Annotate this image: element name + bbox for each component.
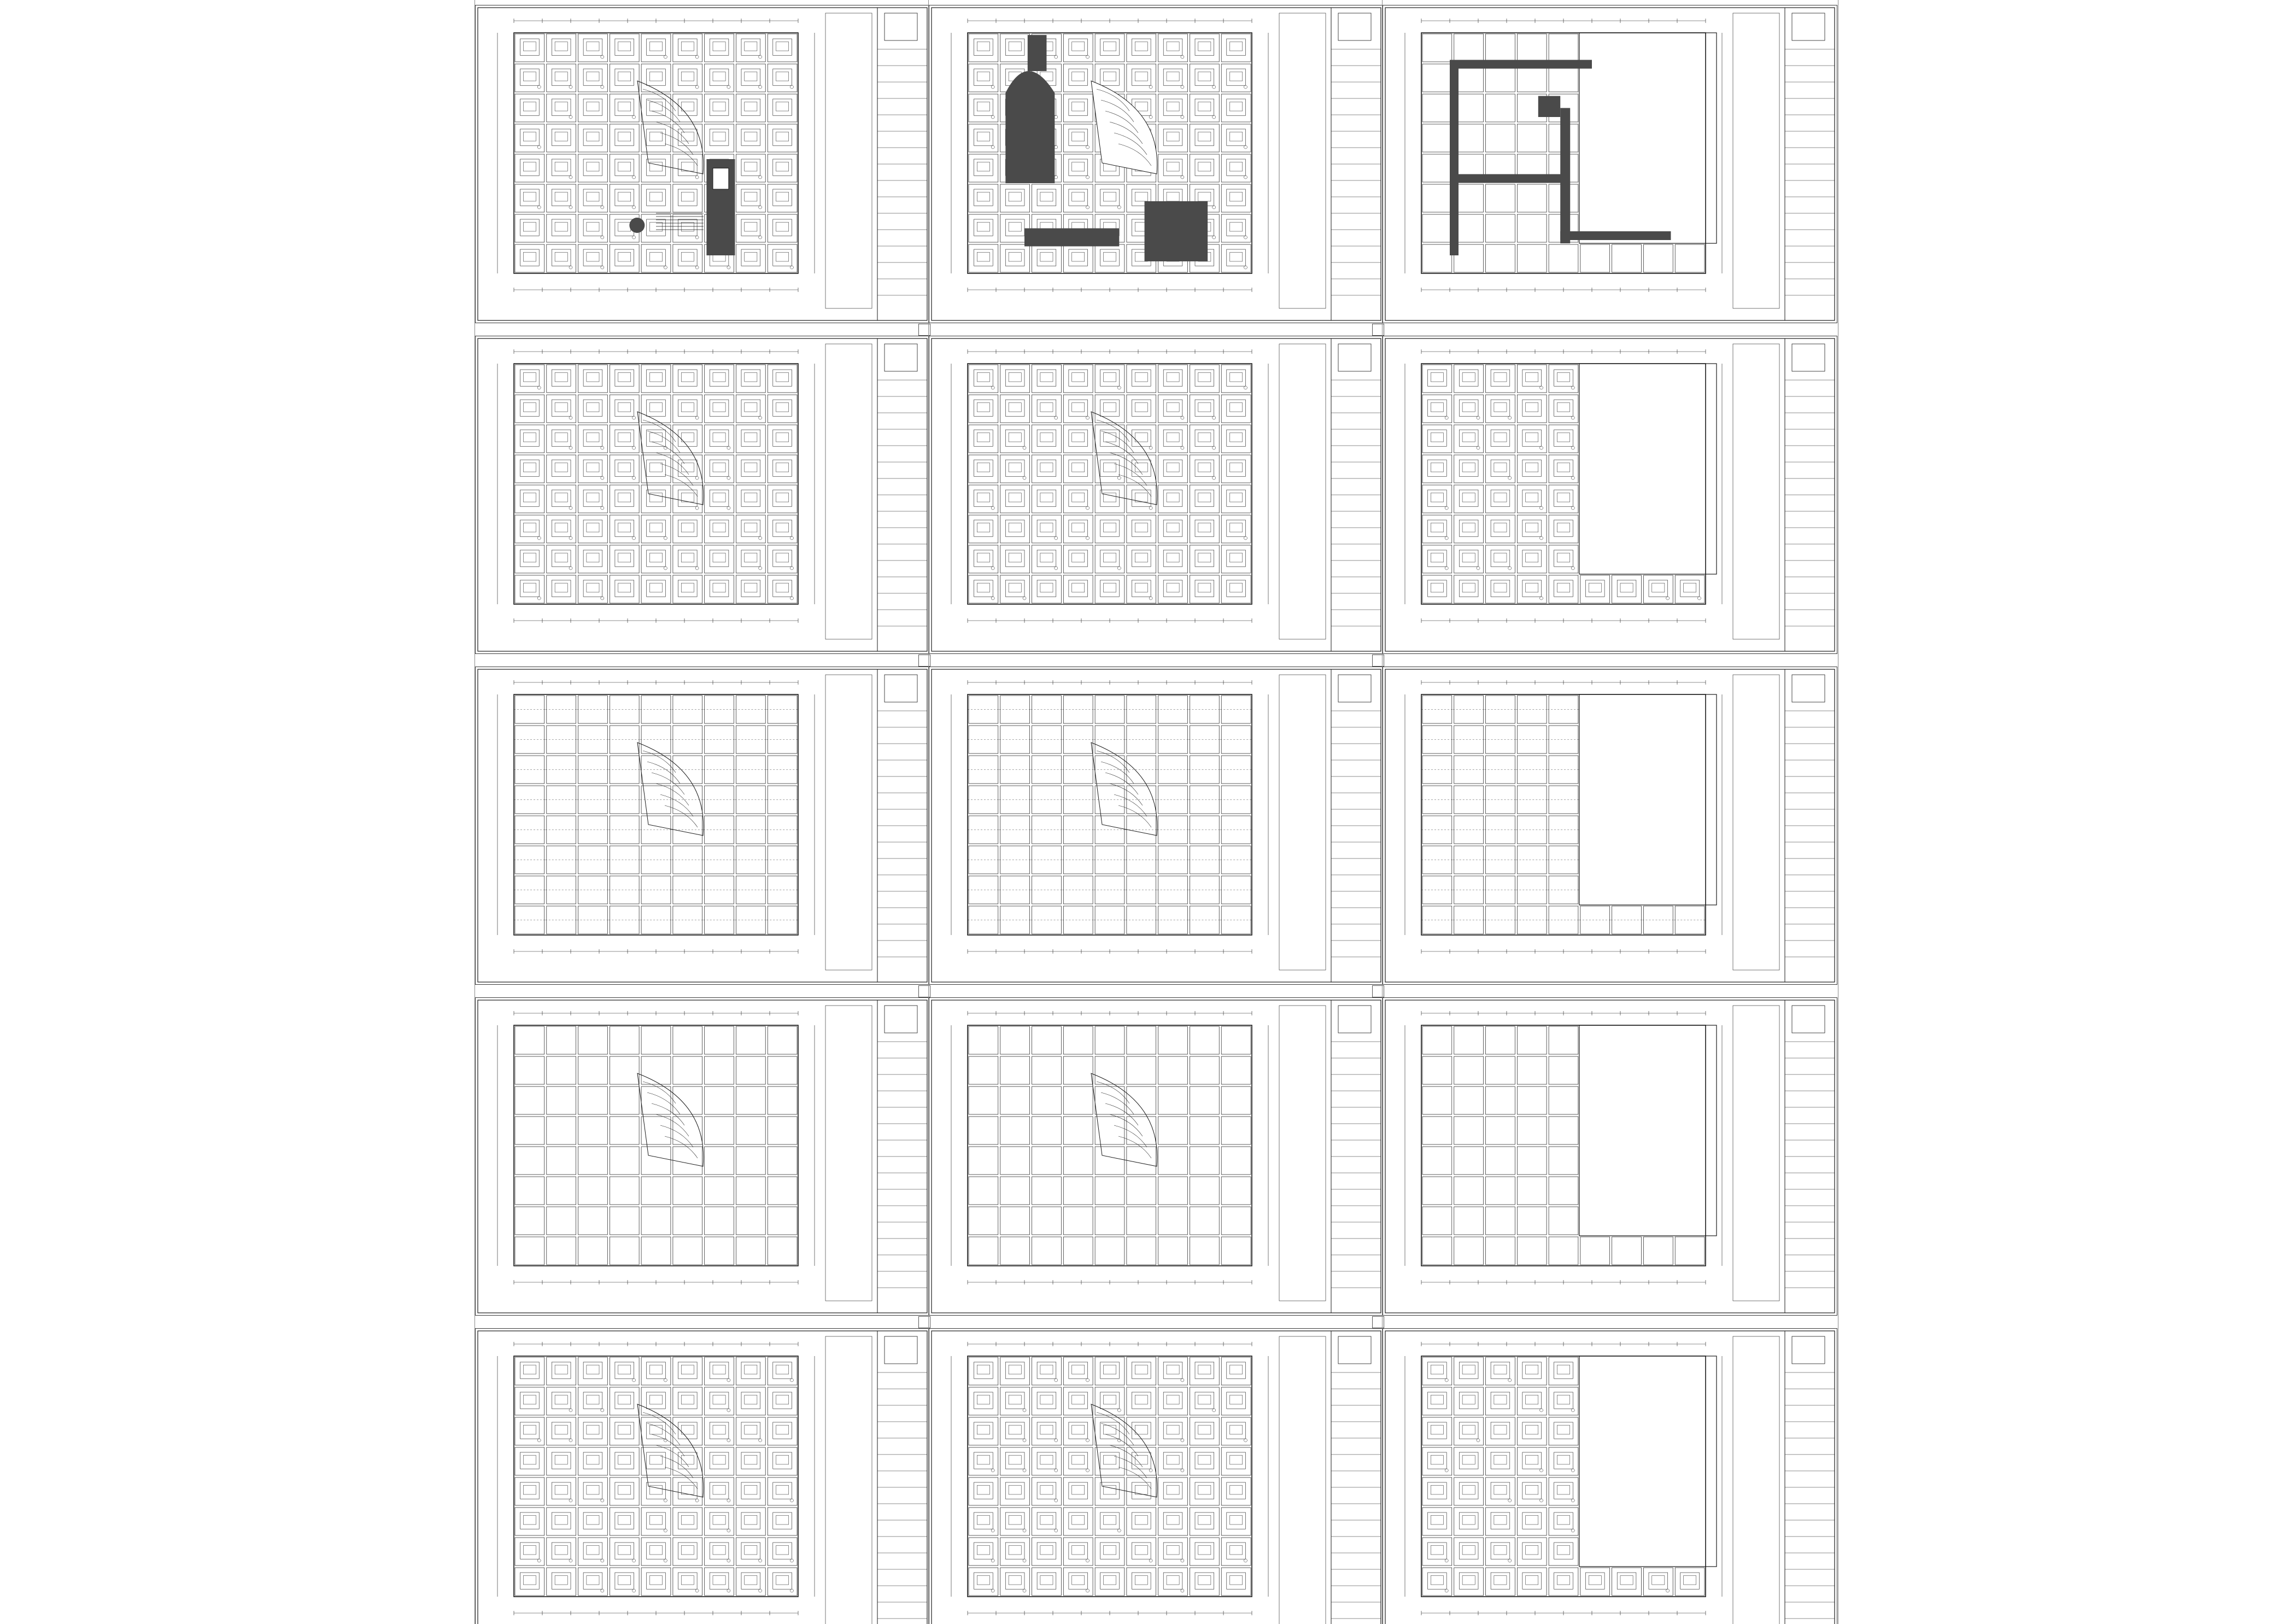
floor-plan-drawing	[1385, 7, 1835, 321]
drawing-sheet[interactable]	[1383, 667, 1837, 985]
floor-plan-drawing	[931, 338, 1381, 652]
drawing-sheet[interactable]	[475, 1328, 930, 1624]
sheet-marker-icon	[1372, 324, 1384, 336]
drawing-sheet[interactable]	[475, 336, 930, 654]
sheet-divider	[928, 0, 929, 1624]
drawing-sheet[interactable]	[1383, 336, 1837, 654]
drawing-sheet[interactable]	[929, 997, 1384, 1316]
floor-plan-drawing	[931, 1000, 1381, 1313]
sheet-divider	[1382, 0, 1383, 1624]
floor-plan-drawing	[931, 669, 1381, 983]
drawing-sheet[interactable]	[475, 5, 930, 323]
sheet-marker-icon	[918, 985, 930, 997]
floor-plan-drawing	[477, 669, 928, 983]
floor-plan-drawing	[931, 1330, 1381, 1624]
drawing-sheet[interactable]	[929, 667, 1384, 985]
floor-plan-drawing	[1385, 338, 1835, 652]
floor-plan-drawing	[477, 338, 928, 652]
drawing-sheet[interactable]	[929, 1328, 1384, 1624]
drawing-sheet[interactable]	[1383, 5, 1837, 323]
drawing-sheet[interactable]	[1383, 1328, 1837, 1624]
floor-plan-drawing	[1385, 1000, 1835, 1313]
drawing-sheet[interactable]	[1383, 997, 1837, 1316]
floor-plan-drawing	[477, 1330, 928, 1624]
drawing-sheet[interactable]	[475, 997, 930, 1316]
drawing-sheet[interactable]	[475, 667, 930, 985]
floor-plan-drawing	[477, 7, 928, 321]
drawing-sheet[interactable]	[929, 5, 1384, 323]
sheet-marker-icon	[1372, 655, 1384, 667]
sheet-marker-icon	[918, 655, 930, 667]
floor-plan-drawing	[477, 1000, 928, 1313]
sheet-marker-icon	[1372, 985, 1384, 997]
floor-plan-drawing	[1385, 669, 1835, 983]
drawing-sheet[interactable]	[929, 336, 1384, 654]
sheet-marker-icon	[918, 1316, 930, 1328]
sheet-marker-icon	[1372, 1316, 1384, 1328]
sheet-marker-icon	[918, 324, 930, 336]
floor-plan-drawing	[931, 7, 1381, 321]
floor-plan-drawing	[1385, 1330, 1835, 1624]
